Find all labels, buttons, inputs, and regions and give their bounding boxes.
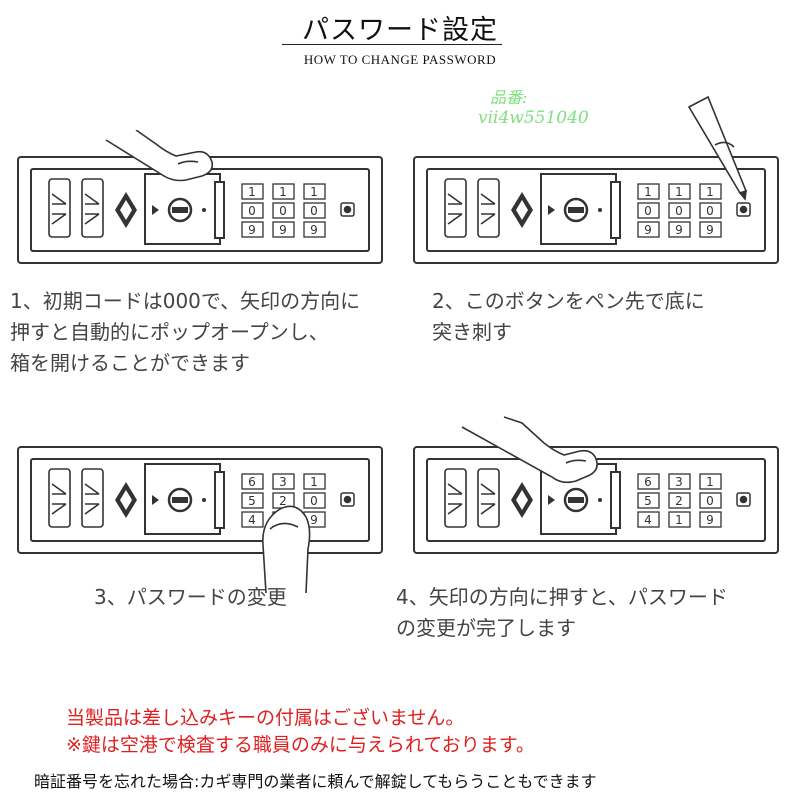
- dial-digit: 0: [706, 494, 714, 508]
- key-cylinder-housing: [540, 173, 621, 245]
- slider-right: [81, 178, 104, 238]
- reset-button-icon: [340, 492, 355, 507]
- airport-key-notice: ※鍵は空港で検査する職員のみに与えられております。: [66, 734, 535, 756]
- lock-body: [413, 156, 779, 264]
- finger-icon: [105, 130, 214, 182]
- dial-digit: 0: [310, 494, 318, 508]
- dial-digit: 0: [644, 204, 652, 218]
- lock-diagram-step-3: 6 3 1 5 2 0 4 1 9: [17, 446, 383, 594]
- dial-digit: 1: [279, 185, 287, 199]
- slider-left: [444, 468, 467, 528]
- arrow-right-icon: [548, 205, 555, 215]
- key-cylinder-icon: [563, 487, 602, 513]
- dial-digit: 1: [675, 185, 683, 199]
- dial-grid: 6 3 1 5 2 0 4 1 9: [637, 473, 722, 528]
- finger-icon: [461, 416, 598, 484]
- key-cylinder-icon: [167, 197, 206, 223]
- dial-digit: 1: [310, 185, 318, 199]
- dial-digit: 1: [310, 475, 318, 489]
- diamond-icon: [511, 482, 533, 518]
- dial-digit: 9: [706, 223, 714, 237]
- slider-left: [48, 468, 71, 528]
- dial-digit: 0: [248, 204, 256, 218]
- reset-button-icon: [736, 202, 751, 217]
- dial-digit: 6: [644, 475, 652, 489]
- dial-digit: 3: [675, 475, 683, 489]
- watermark-code: vii4w551040: [478, 108, 589, 128]
- lock-diagram-step-2: 1 1 1 0 0 0 9 9 9: [413, 95, 779, 264]
- dial-digit: 9: [310, 223, 318, 237]
- dial-digit: 3: [279, 475, 287, 489]
- step-3-text: 3、パスワードの変更: [94, 585, 287, 609]
- lock-diagram-step-1: 1 1 1 0 0 0 9 9 9: [17, 130, 383, 264]
- slider-right: [477, 468, 500, 528]
- title-underline: [282, 44, 502, 45]
- no-key-notice: 当製品は差し込みキーの付属はございません。: [66, 707, 465, 729]
- dial-grid: 1 1 1 0 0 0 9 9 9: [637, 183, 722, 238]
- lock-diagram-step-4: 6 3 1 5 2 0 4 1 9: [413, 416, 779, 554]
- dial-digit: 9: [248, 223, 256, 237]
- step-4-text: 4、矢印の方向に押すと、パスワード の変更が完了します: [396, 585, 728, 640]
- dial-digit: 2: [675, 494, 683, 508]
- slider-left: [48, 178, 71, 238]
- arrow-right-icon: [152, 205, 159, 215]
- dial-digit: 9: [706, 513, 714, 527]
- product-number-watermark: 品番: vii4w551040: [478, 88, 589, 128]
- arrow-right-icon: [152, 495, 159, 505]
- forgot-password-notice: 暗証番号を忘れた場合:カギ専門の業者に頼んで解錠してもらうこともできます: [34, 772, 597, 791]
- dial-digit: 9: [675, 223, 683, 237]
- dial-digit: 1: [248, 185, 256, 199]
- dial-digit: 2: [279, 494, 287, 508]
- step-1-text: 1、初期コードは000で、矢印の方向に 押すと自動的にポップオープンし、 箱を開…: [10, 289, 361, 375]
- dial-digit: 0: [675, 204, 683, 218]
- dial-grid: 1 1 1 0 0 0 9 9 9: [241, 183, 326, 238]
- dial-digit: 0: [279, 204, 287, 218]
- reset-button-icon: [736, 492, 751, 507]
- dial-digit: 5: [248, 494, 256, 508]
- diamond-icon: [115, 482, 137, 518]
- slider-left: [444, 178, 467, 238]
- dial-digit: 9: [310, 513, 318, 527]
- slider-right: [81, 468, 104, 528]
- dial-digit: 4: [644, 513, 652, 527]
- dial-digit: 5: [644, 494, 652, 508]
- pen-icon: [687, 95, 748, 201]
- dial-digit: 0: [706, 204, 714, 218]
- page-title: パスワード設定: [302, 15, 498, 46]
- dial-digit: 1: [675, 513, 683, 527]
- watermark-label: 品番:: [490, 88, 528, 107]
- dial-digit: 1: [706, 475, 714, 489]
- key-cylinder-housing: [144, 463, 225, 535]
- diamond-icon: [511, 192, 533, 228]
- dial-digit: 9: [644, 223, 652, 237]
- dial-digit: 1: [706, 185, 714, 199]
- dial-digit: 6: [248, 475, 256, 489]
- step-2-text: 2、このボタンをペン先で底に 突き刺す: [432, 289, 705, 344]
- reset-button-icon: [340, 202, 355, 217]
- dial-digit: 1: [644, 185, 652, 199]
- finger-icon: [262, 505, 311, 594]
- dial-digit: 9: [279, 223, 287, 237]
- key-cylinder-icon: [563, 197, 602, 223]
- lock-body: [17, 446, 383, 554]
- page-subtitle: HOW TO CHANGE PASSWORD: [303, 52, 497, 67]
- dial-digit: 4: [248, 513, 256, 527]
- slider-right: [477, 178, 500, 238]
- dial-digit: 0: [310, 204, 318, 218]
- key-cylinder-icon: [167, 487, 206, 513]
- arrow-right-icon: [548, 495, 555, 505]
- diamond-icon: [115, 192, 137, 228]
